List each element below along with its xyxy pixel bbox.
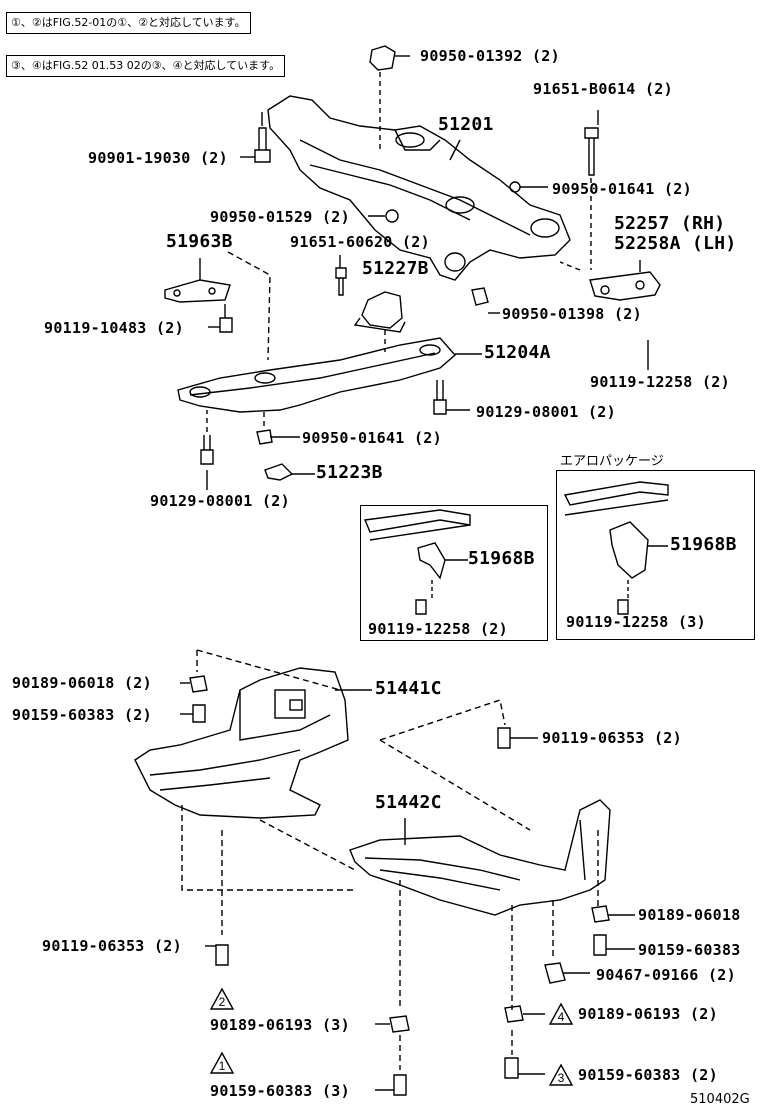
member-51204a: [177, 337, 456, 413]
label-90901-19030: 90901-19030 (2): [88, 149, 228, 167]
clip-90189-06018-left: [189, 675, 208, 693]
label-90119-12258-upper: 90119-12258 (2): [590, 373, 730, 391]
label-51963b: 51963B: [166, 231, 233, 252]
label-51201: 51201: [438, 114, 494, 135]
reference-marker-2: 2: [210, 988, 234, 1010]
bolt-90159-60383-right: [593, 934, 607, 956]
nut-90950-01398: [471, 287, 489, 306]
clip-90189-06018-right: [591, 905, 610, 923]
svg-text:2: 2: [219, 995, 226, 1009]
label-90950-01641-upper: 90950-01641 (2): [552, 180, 692, 198]
label-51223b: 51223B: [316, 462, 383, 483]
label-90950-01392: 90950-01392 (2): [420, 47, 560, 65]
bolt-90129-08001-left: [200, 435, 214, 465]
label-90119-06353-left: 90119-06353 (2): [42, 937, 182, 955]
clip-90189-06193-right: [504, 1005, 524, 1023]
label-90159-60383-bottom-left: 90159-60383 (3): [210, 1082, 350, 1100]
inset-standard: [360, 505, 548, 641]
crossmember-51201: [267, 95, 571, 281]
label-51442c: 51442C: [375, 792, 442, 813]
diagram-code: 510402G: [690, 1092, 750, 1107]
label-90159-60383-bottom-right: 90159-60383 (2): [578, 1066, 718, 1084]
washer-90950-01529: [385, 209, 399, 223]
reference-marker-3: 3: [549, 1064, 573, 1086]
bolt-90119-06353-left: [215, 944, 229, 966]
svg-text:3: 3: [558, 1071, 565, 1085]
label-90159-60383-left: 90159-60383 (2): [12, 706, 152, 724]
bolt-90159-60383-left: [192, 704, 206, 723]
label-90119-12258-standard: 90119-12258 (2): [368, 620, 508, 638]
bolt-90159-60383-bottom-right: [504, 1057, 519, 1079]
bolt-90159-60383-bottom-left: [393, 1074, 407, 1096]
label-90119-12258-aero: 90119-12258 (3): [566, 613, 706, 631]
label-52258a: 52258A (LH): [614, 233, 737, 254]
label-91651-b0614: 91651-B0614 (2): [533, 80, 673, 98]
nut-90950-01392: [369, 45, 396, 71]
label-51227b: 51227B: [362, 258, 429, 279]
washer-90950-01641-lower: [256, 429, 273, 445]
label-90189-06193-right: 90189-06193 (2): [578, 1005, 718, 1023]
bolt-90119-10483: [219, 317, 233, 333]
clip-51968b-right: [609, 521, 649, 579]
washer-90950-01641: [509, 181, 521, 193]
label-90129-08001-right: 90129-08001 (2): [476, 403, 616, 421]
label-90189-06018-right: 90189-06018: [638, 906, 741, 924]
bolt-91651-60620: [335, 267, 347, 296]
under-cover-51442c: [349, 799, 611, 916]
label-90129-08001-left: 90129-08001 (2): [150, 492, 290, 510]
under-cover-51441c: [134, 667, 349, 819]
mount-51227b: [361, 291, 403, 329]
label-90119-10483: 90119-10483 (2): [44, 319, 184, 337]
inset-aero-package: [556, 470, 755, 640]
label-51968b-aero: 51968B: [670, 534, 737, 555]
label-51441c: 51441C: [375, 678, 442, 699]
note-box-2: ③、④はFIG.52 01.53 02の③、④と対応しています。: [6, 55, 286, 77]
clip-90189-06193-left: [389, 1015, 410, 1033]
label-90950-01529: 90950-01529 (2): [210, 208, 350, 226]
label-91651-60620: 91651-60620 (2): [290, 233, 430, 251]
bolt-90119-06353-right: [497, 727, 511, 749]
clip-51968b-left: [417, 542, 446, 580]
label-52257: 52257 (RH): [614, 213, 726, 234]
reference-marker-1: 1: [210, 1052, 234, 1074]
label-90119-06353-right: 90119-06353 (2): [542, 729, 682, 747]
svg-text:1: 1: [219, 1059, 226, 1073]
label-90950-01641-lower: 90950-01641 (2): [302, 429, 442, 447]
bracket-52257: [589, 271, 661, 301]
pad-51223b: [264, 463, 294, 481]
label-51204a: 51204A: [484, 342, 551, 363]
label-90189-06018-left: 90189-06018 (2): [12, 674, 152, 692]
bolt-90129-08001-right: [433, 380, 447, 415]
label-90950-01398: 90950-01398 (2): [502, 305, 642, 323]
note-box-1: ①、②はFIG.52-01の①、②と対応しています。: [6, 12, 251, 34]
grommet-90467-09166: [544, 962, 566, 984]
svg-text:4: 4: [558, 1010, 565, 1024]
label-90189-06193-left: 90189-06193 (3): [210, 1016, 350, 1034]
bolt-91651-b0614: [584, 127, 599, 176]
inset-aero-package-title: エアロパッケージ: [560, 454, 664, 469]
label-90159-60383-right: 90159-60383: [638, 941, 741, 959]
reference-marker-4: 4: [549, 1003, 573, 1025]
label-51968b-standard: 51968B: [468, 548, 535, 569]
bolt-90901-19030: [254, 127, 271, 163]
label-90467-09166: 90467-09166 (2): [596, 966, 736, 984]
